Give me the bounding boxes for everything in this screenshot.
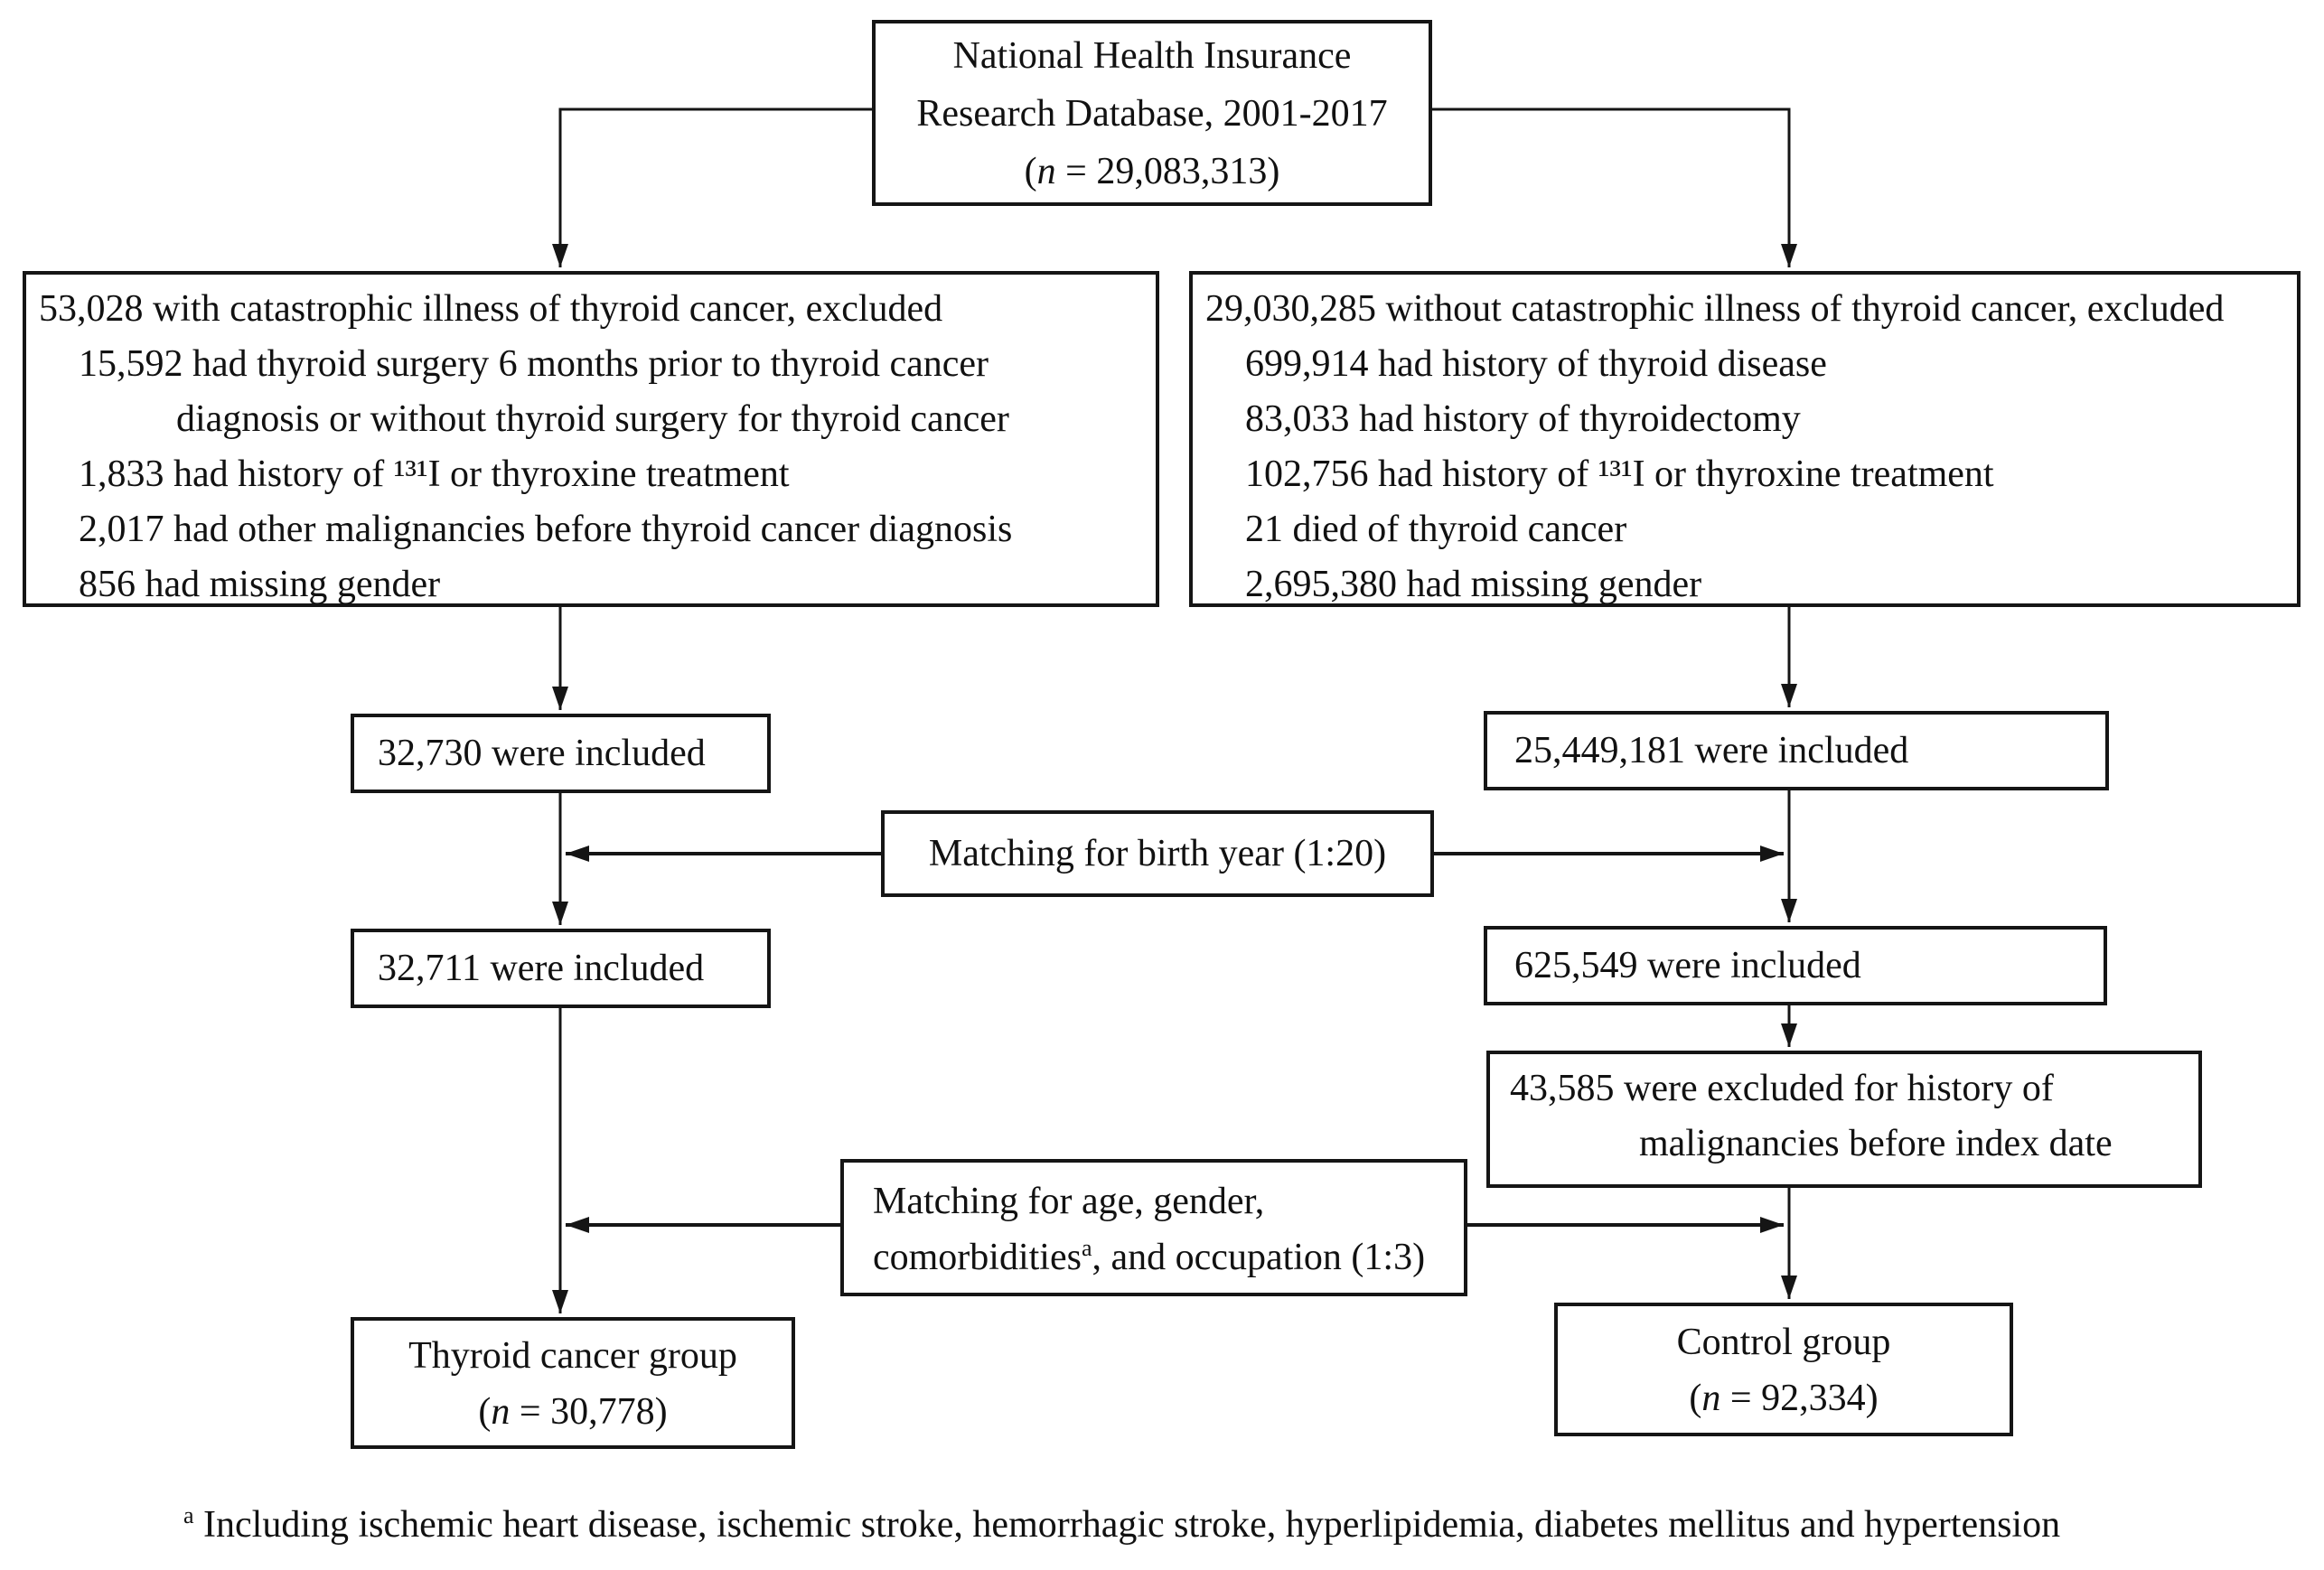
right-excluded-malignancies-box: 43,585 were excluded for history of mali… xyxy=(1486,1051,2202,1188)
thyroid-group-title: Thyroid cancer group xyxy=(408,1335,737,1377)
left-exclusion-item-continuation: diagnosis or without thyroid surgery for… xyxy=(176,398,1009,440)
control-group-title: Control group xyxy=(1676,1322,1891,1363)
right-included-box-1: 25,449,181 were included xyxy=(1484,711,2109,790)
right-exclusion-item: 21 died of thyroid cancer xyxy=(1245,509,1627,550)
right-included-count-2: 625,549 were included xyxy=(1514,944,1861,986)
left-exclusion-item: 856 had missing gender xyxy=(79,564,441,605)
left-exclusion-item: 2,017 had other malignancies before thyr… xyxy=(79,509,1013,550)
left-included-count-2: 32,711 were included xyxy=(378,947,705,989)
left-included-count-1: 32,730 were included xyxy=(378,732,706,774)
matching-birth-year-box: Matching for birth year (1:20) xyxy=(881,810,1434,897)
right-exclusion-item: 2,695,380 had missing gender xyxy=(1245,564,1702,605)
right-exclusion-item: 102,756 had history of ¹³¹I or thyroxine… xyxy=(1245,453,1994,495)
right-exclusion-title: 29,030,285 without catastrophic illness … xyxy=(1205,288,2225,330)
left-exclusion-item: 1,833 had history of ¹³¹I or thyroxine t… xyxy=(79,453,790,495)
arrow-top-to-left-exclusion xyxy=(552,107,872,267)
matching-age-gender-line2: comorbiditiesa, and occupation (1:3) xyxy=(873,1235,1426,1279)
footnote-marker: a xyxy=(183,1502,194,1528)
right-exclusion-box: 29,030,285 without catastrophic illness … xyxy=(1189,271,2301,607)
right-included-count-1: 25,449,181 were included xyxy=(1514,729,1909,771)
database-source-box: National Health Insurance Research Datab… xyxy=(872,20,1432,206)
left-exclusion-item: 15,592 had thyroid surgery 6 months prio… xyxy=(79,343,989,385)
control-group-n-count: (n = 92,334) xyxy=(1689,1378,1879,1419)
database-n-count: (n = 29,083,313) xyxy=(1024,151,1280,192)
arrow-top-to-right-exclusion xyxy=(1432,107,1797,267)
left-exclusion-title: 53,028 with catastrophic illness of thyr… xyxy=(39,288,943,330)
database-name-line2: Research Database, 2001-2017 xyxy=(916,93,1388,135)
thyroid-cancer-group-box: Thyroid cancer group (n = 30,778) xyxy=(351,1317,795,1449)
excluded-malignancies-line1: 43,585 were excluded for history of xyxy=(1510,1068,2054,1109)
right-exclusion-item: 699,914 had history of thyroid disease xyxy=(1245,343,1827,385)
matching-birth-year-label: Matching for birth year (1:20) xyxy=(928,832,1387,874)
right-included-box-2: 625,549 were included xyxy=(1484,926,2107,1005)
matching-age-gender-line1: Matching for age, gender, xyxy=(873,1181,1265,1222)
excluded-malignancies-line2: malignancies before index date xyxy=(1639,1123,2113,1164)
left-included-box-1: 32,730 were included xyxy=(351,714,771,793)
database-name-line1: National Health Insurance xyxy=(952,35,1352,77)
control-group-box: Control group (n = 92,334) xyxy=(1554,1303,2013,1436)
footnote-text: Including ischemic heart disease, ischem… xyxy=(193,1504,2061,1546)
left-exclusion-box: 53,028 with catastrophic illness of thyr… xyxy=(23,271,1159,607)
left-included-box-2: 32,711 were included xyxy=(351,929,771,1008)
matching-age-gender-box: Matching for age, gender, comorbiditiesa… xyxy=(840,1159,1467,1296)
footnote: a Including ischemic heart disease, isch… xyxy=(183,1500,2060,1550)
comorbidities-footnote-marker: a xyxy=(1081,1235,1092,1261)
right-exclusion-item: 83,033 had history of thyroidectomy xyxy=(1245,398,1801,440)
thyroid-group-n-count: (n = 30,778) xyxy=(478,1391,668,1433)
